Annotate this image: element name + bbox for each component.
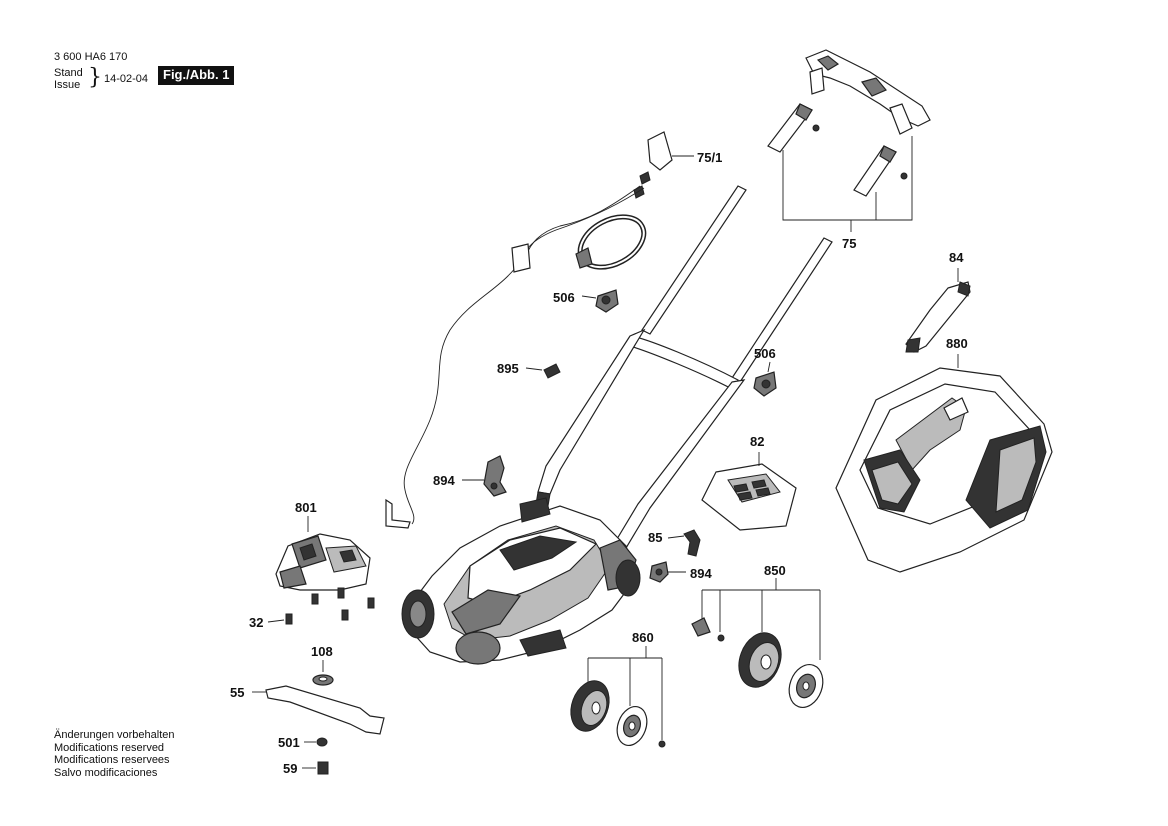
screw-895-drawing — [525, 363, 561, 379]
label-894-a: 894 — [433, 473, 455, 488]
label-506-b: 506 — [754, 346, 776, 361]
label-84: 84 — [949, 250, 964, 265]
label-895: 895 — [497, 361, 519, 376]
label-850: 850 — [764, 563, 786, 578]
label-108: 108 — [311, 644, 333, 659]
front-wheels-860-drawing — [570, 646, 666, 748]
label-801: 801 — [295, 500, 317, 515]
handle-top-drawing — [767, 49, 931, 232]
note-en: Modifications reserved — [54, 741, 165, 754]
label-82: 82 — [750, 434, 764, 449]
note-de: Änderungen vorbehalten — [54, 729, 175, 741]
grass-box-880-drawing — [835, 354, 1053, 573]
lever-894-a-drawing — [462, 455, 507, 497]
note-es: Salvo modificaciones — [54, 766, 158, 779]
motor-801-drawing — [267, 516, 375, 625]
label-860: 860 — [632, 630, 654, 645]
label-75-1: 75/1 — [697, 150, 722, 165]
label-55: 55 — [230, 685, 244, 700]
lever-85-drawing — [667, 529, 701, 557]
label-85: 85 — [648, 530, 662, 545]
note-fr: Modifications reservees — [54, 754, 170, 766]
label-501: 501 — [278, 735, 300, 750]
label-75: 75 — [842, 236, 856, 251]
stand-label: Stand — [54, 67, 83, 79]
document-number: 3 600 HA6 170 — [54, 51, 128, 63]
issue-label: Issue — [54, 79, 81, 91]
cover-82-drawing — [701, 452, 797, 531]
modification-notes: Änderungen vorbehalten Modifications res… — [54, 729, 174, 779]
figure-badge: Fig./Abb. 1 — [158, 66, 235, 85]
mower-deck-drawing — [401, 497, 641, 665]
issue-date: 14-02-04 — [104, 73, 149, 85]
label-59: 59 — [283, 761, 297, 776]
handle-bars-drawing — [535, 185, 833, 561]
brace-glyph: } — [88, 65, 102, 90]
part-labels: 75/1 75 84 880 506 506 895 82 894 894 80… — [230, 150, 968, 776]
label-506-a: 506 — [553, 290, 575, 305]
knob-506-a-drawing — [581, 289, 619, 313]
knob-506-b-drawing — [753, 361, 777, 397]
cable-drawing — [385, 131, 694, 529]
rear-wheels-850-drawing — [691, 578, 824, 708]
label-880: 880 — [946, 336, 968, 351]
lever-894-b-drawing — [649, 561, 686, 583]
handle-84-drawing — [905, 268, 971, 353]
label-32: 32 — [249, 615, 263, 630]
blade-assembly-drawing — [252, 660, 385, 775]
label-894-b: 894 — [690, 566, 712, 581]
